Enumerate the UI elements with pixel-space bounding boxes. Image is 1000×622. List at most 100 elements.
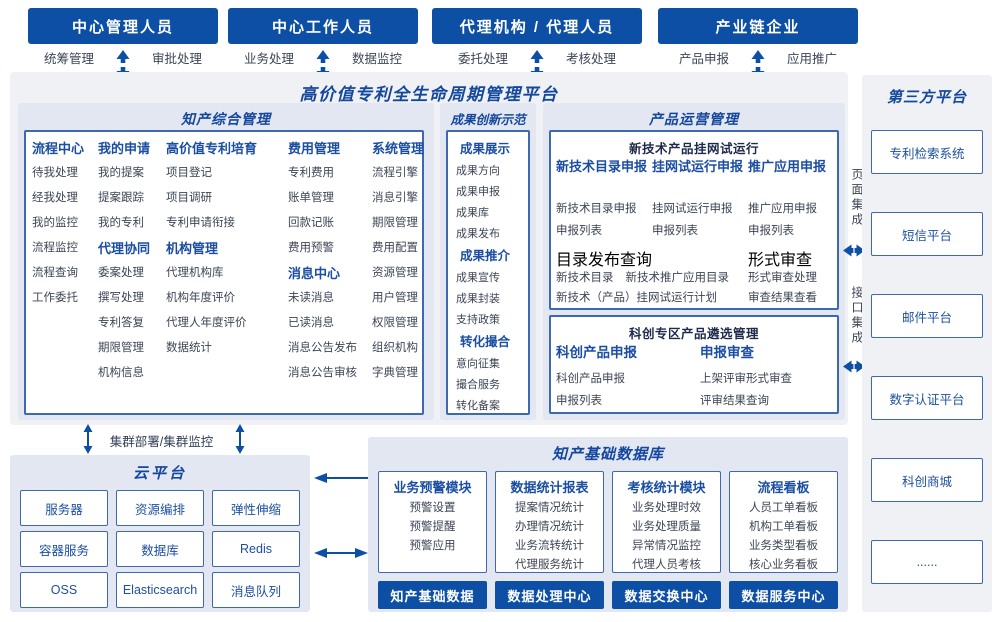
third-party-panel: 第三方平台 专利检索系统短信平台邮件平台数字认证平台科创商城...... xyxy=(862,75,992,612)
cloud-service-box: 服务器 xyxy=(20,490,108,526)
group-sci-product-apply: 科创产品申报 科创产品申报申报列表 xyxy=(556,344,696,412)
ip-column-process-center: 流程中心 待我处理经我处理我的监控流程监控流程查询工作委托 xyxy=(32,136,96,311)
cloud-service-box: 弹性伸缩 xyxy=(212,490,300,526)
actor-bar: 代理机构 / 代理人员 xyxy=(432,8,642,44)
vertical-double-arrow-icon xyxy=(82,424,94,454)
data-center-button: 数据交换中心 xyxy=(612,581,721,609)
actor-bar: 中心管理人员 xyxy=(28,8,218,44)
group-catalog-publish-query: 目录发布查询 新技术目录新技术推广应用目录 新技术（产品）挂网试运行计划 xyxy=(556,246,744,308)
horizontal-double-arrow-icon xyxy=(843,360,865,373)
group-heading: 考核统计模块 xyxy=(627,480,706,495)
actor-group-center-managers: 中心管理人员 统筹管理 审批处理 xyxy=(28,8,218,80)
group-heading: 代理协同 xyxy=(98,241,151,256)
menu-item: 挂网试运行申报 xyxy=(652,203,733,215)
ip-column-system-management: 系统管理 流程引擎消息引擎期限管理费用配置资源管理用户管理权限管理组织机构字典管… xyxy=(372,136,426,386)
data-center-button: 数据服务中心 xyxy=(729,581,838,609)
group-heading: 流程看板 xyxy=(757,480,810,495)
data-center-button: 知产基础数据 xyxy=(378,581,487,609)
menu-item: 形式审查处理 xyxy=(748,272,817,284)
menu-item: 成果库 xyxy=(456,207,489,219)
third-party-system-box: 科创商城 xyxy=(871,458,983,502)
menu-item: 机构工单看板 xyxy=(749,521,818,533)
group-heading: 科创产品申报 xyxy=(556,345,637,360)
ip-column-my-application: 我的申请 我的提案提案跟踪我的专利 代理协同 委案处理撰写处理专利答复期限管理机… xyxy=(98,136,166,386)
ip-database-panel: 知产基础数据库 业务预警模块 预警设置预警提醒预警应用 数据统计报表 提案情况统… xyxy=(368,437,848,612)
menu-item: 工作委托 xyxy=(32,292,78,304)
menu-item: 科创产品申报 xyxy=(556,373,625,385)
group-heading: 申报审查 xyxy=(700,345,754,360)
menu-item: 消息引擎 xyxy=(372,192,418,204)
group-formal-review: 形式审查 形式审查处理审查结果查看 xyxy=(748,246,836,308)
cloud-service-box: 数据库 xyxy=(116,531,204,567)
actor-function-label: 产品申报 xyxy=(678,51,729,66)
menu-item: 字典管理 xyxy=(372,367,418,379)
menu-item: 核心业务看板 xyxy=(749,559,818,571)
actor-function-label: 考核处理 xyxy=(566,51,617,66)
actor-function-label: 数据监控 xyxy=(352,51,403,66)
actor-group-center-staff: 中心工作人员 业务处理 数据监控 xyxy=(228,8,418,80)
menu-item: 转化备案 xyxy=(456,400,500,412)
menu-item: 审查结果查看 xyxy=(748,292,817,304)
group-heading: 业务预警模块 xyxy=(393,480,472,495)
menu-item: 撮合服务 xyxy=(456,379,500,391)
menu-item: 代理机构库 xyxy=(166,267,224,279)
group-heading: 形式审查 xyxy=(748,252,813,269)
cloud-service-box: 消息队列 xyxy=(212,572,300,608)
menu-item: 人员工单看板 xyxy=(749,502,818,514)
platform-title: 高价值专利全生命周期管理平台 xyxy=(299,85,559,104)
group-heading: 系统管理 xyxy=(372,141,425,156)
third-party-system-box: 邮件平台 xyxy=(871,294,983,338)
third-party-title: 第三方平台 xyxy=(886,89,967,106)
menu-item: 已读消息 xyxy=(288,317,334,329)
group-heading: 成果推介 xyxy=(460,249,511,263)
menu-item: 流程监控 xyxy=(32,242,78,254)
menu-item: 费用预警 xyxy=(288,242,334,254)
vertical-double-arrow-icon xyxy=(234,424,246,454)
menu-item: 期限管理 xyxy=(98,342,144,354)
actor-bar: 中心工作人员 xyxy=(228,8,418,44)
third-party-system-box: 专利检索系统 xyxy=(871,130,983,174)
group-promotion-apply: 推广应用申报 推广应用申报申报列表 xyxy=(748,158,836,242)
actor-group-industry-chain: 产业链企业 产品申报 应用推广 xyxy=(658,8,858,80)
menu-item: 专利答复 xyxy=(98,317,144,329)
cloud-platform-title: 云平台 xyxy=(132,465,187,482)
menu-item: 办理情况统计 xyxy=(515,521,584,533)
group-heading: 我的申请 xyxy=(98,141,151,156)
module-assessment-statistics: 考核统计模块 业务处理时效业务处理质量异常情况监控代理人员考核 xyxy=(612,471,721,573)
menu-item: 组织机构 xyxy=(372,342,418,354)
menu-item: 申报列表 xyxy=(556,225,602,237)
menu-item: 账单管理 xyxy=(288,192,334,204)
ip-management-title: 知产综合管理 xyxy=(181,111,271,127)
menu-item: 机构信息 xyxy=(98,367,144,379)
sci-innovation-selection-title: 科创专区产品遴选管理 xyxy=(628,327,759,341)
third-party-system-box: 数字认证平台 xyxy=(871,376,983,420)
menu-item: 申报列表 xyxy=(748,225,794,237)
menu-item: 支持政策 xyxy=(456,314,500,326)
menu-item: 成果方向 xyxy=(456,165,500,177)
menu-item: 用户管理 xyxy=(372,292,418,304)
group-new-tech-catalog-apply: 新技术目录申报 新技术目录申报申报列表 xyxy=(556,158,648,242)
ip-management-box xyxy=(24,130,424,415)
menu-item: 意向征集 xyxy=(456,358,500,370)
new-tech-trial-box: 新技术产品挂网试运行 xyxy=(549,130,839,310)
menu-item: 预警应用 xyxy=(409,540,456,552)
api-integration-label: 接口集成 xyxy=(850,286,864,346)
menu-item: 回款记账 xyxy=(288,217,334,229)
menu-item: 业务类型看板 xyxy=(749,540,818,552)
module-statistics-report: 数据统计报表 提案情况统计办理情况统计业务流转统计代理服务统计 xyxy=(495,471,604,573)
menu-item: 消息公告审核 xyxy=(288,367,357,379)
menu-item: 经我处理 xyxy=(32,192,78,204)
menu-item: 业务处理质量 xyxy=(632,521,701,533)
menu-item: 提案跟踪 xyxy=(98,192,144,204)
group-online-trial-apply: 挂网试运行申报 挂网试运行申报申报列表 xyxy=(652,158,744,242)
group-heading: 新技术目录申报 xyxy=(556,159,648,174)
cloud-service-box: 容器服务 xyxy=(20,531,108,567)
third-party-system-box: 短信平台 xyxy=(871,212,983,256)
menu-item: 委案处理 xyxy=(98,267,144,279)
menu-item: 新技术（产品）挂网试运行计划 xyxy=(556,292,717,304)
menu-item: 新技术目录申报 xyxy=(556,203,637,215)
actor-function-label: 审批处理 xyxy=(152,51,203,66)
menu-item: 代理人员考核 xyxy=(632,559,701,571)
product-ops-title: 产品运营管理 xyxy=(649,111,739,127)
menu-item: 费用配置 xyxy=(372,242,418,254)
